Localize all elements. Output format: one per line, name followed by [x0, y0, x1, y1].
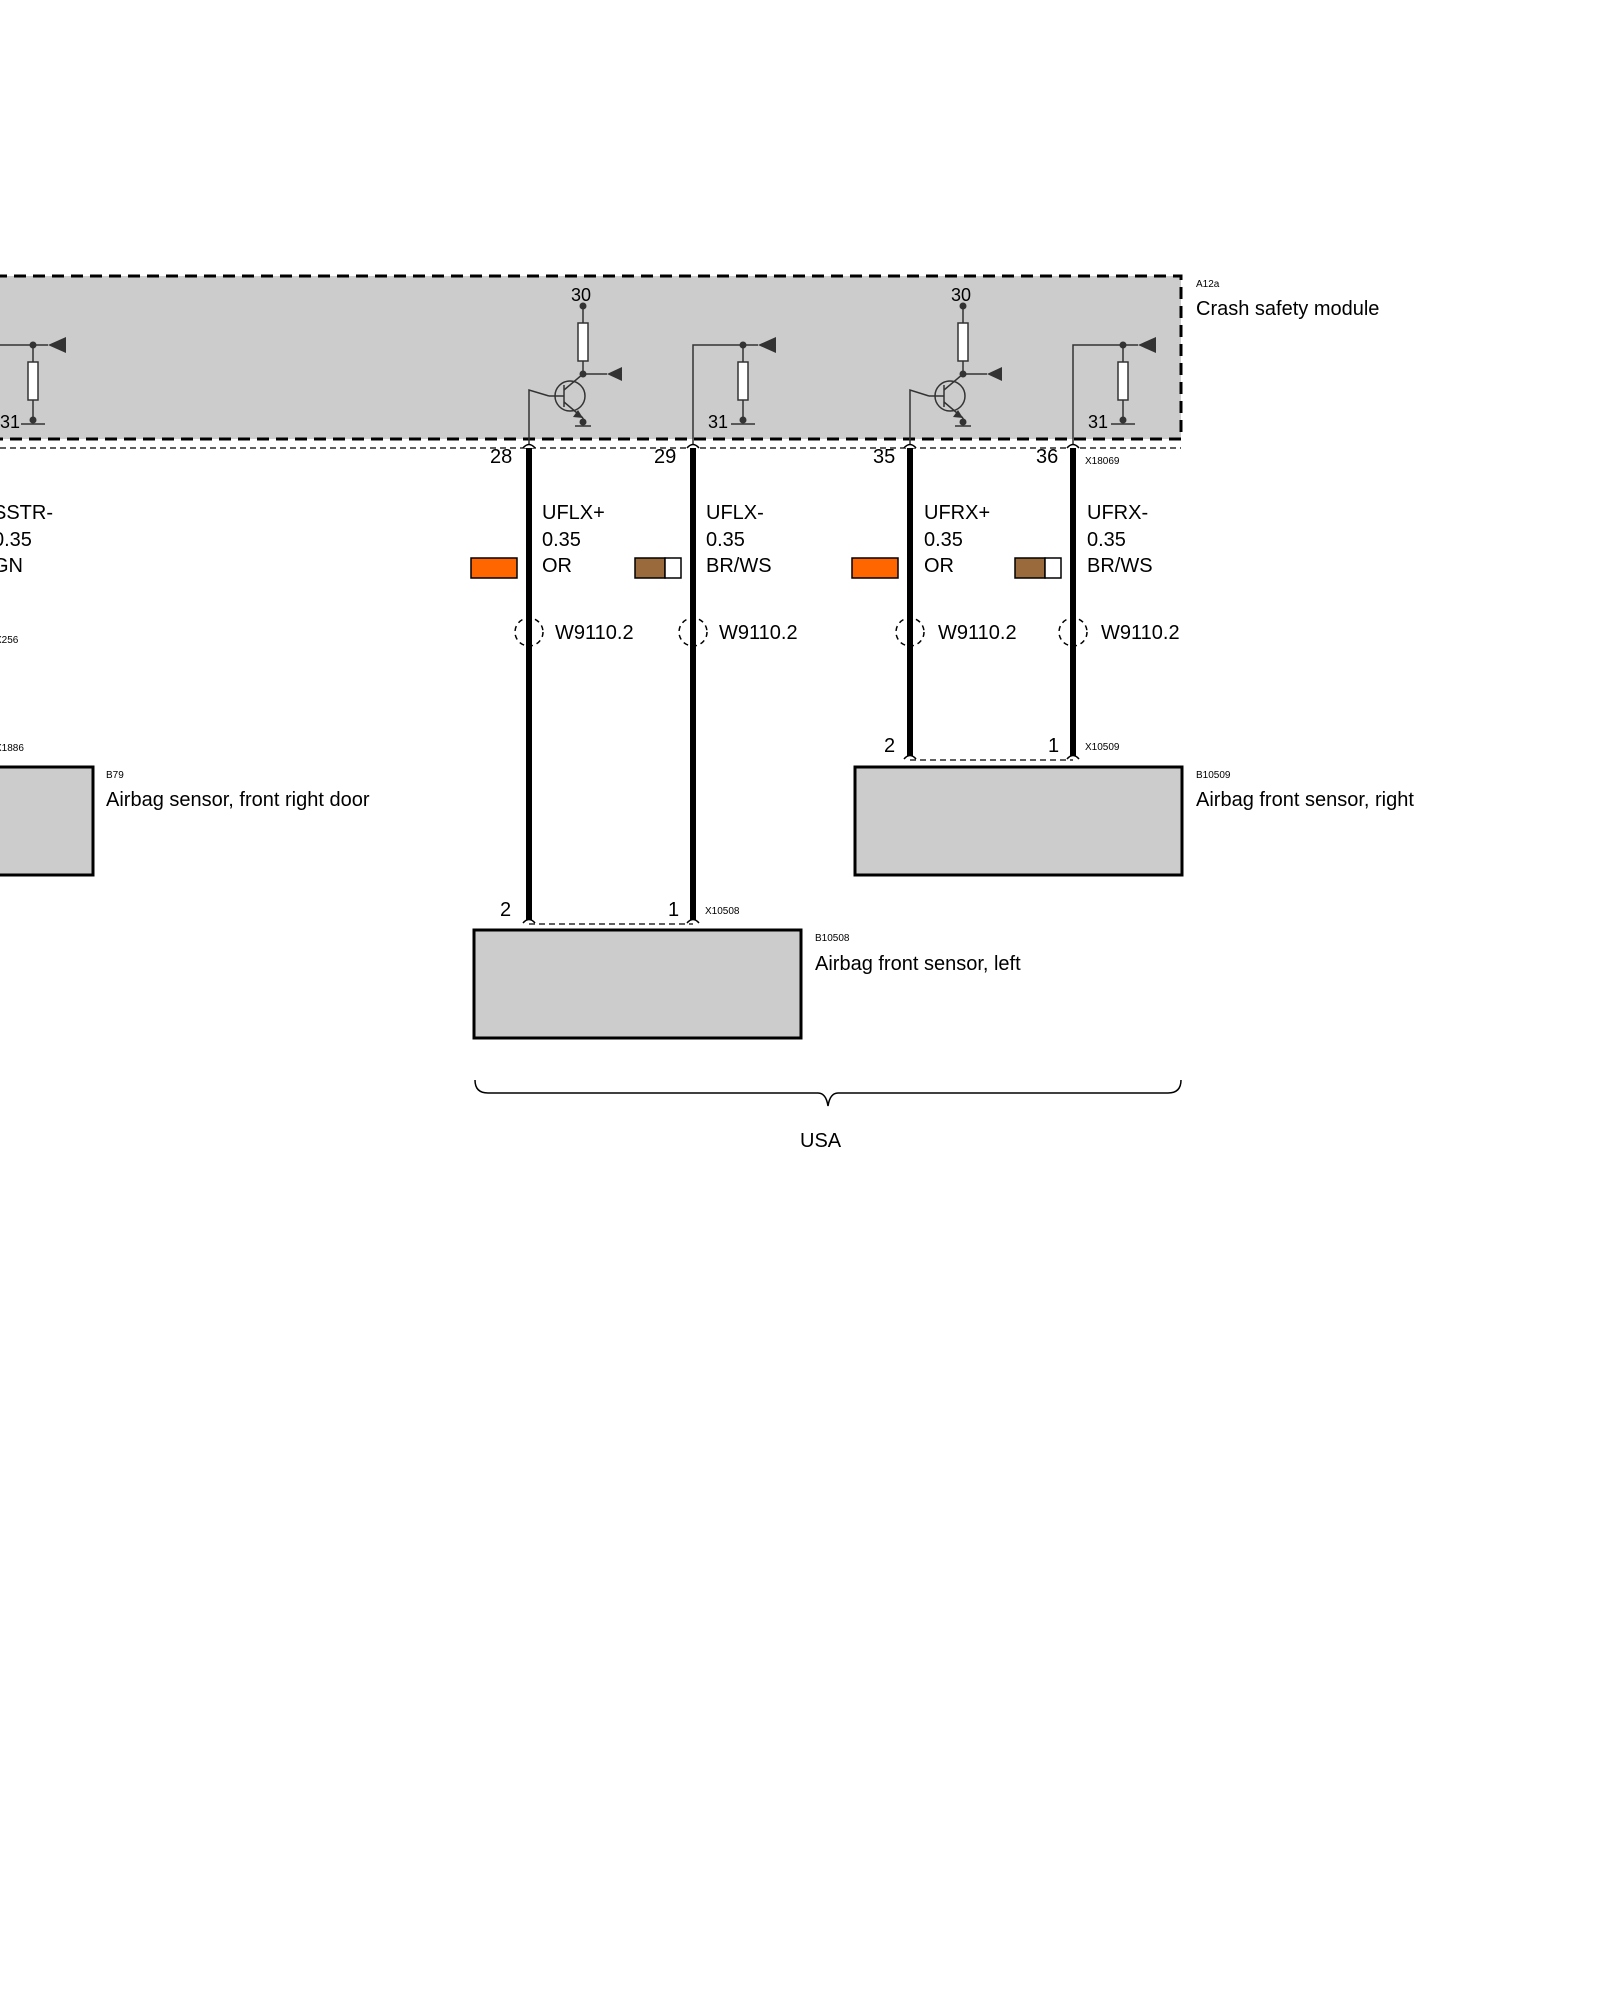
harness-id-35: W9110.2: [938, 622, 1017, 644]
wire-36[interactable]: [1014, 443, 1088, 760]
wire-color-code-29: BR/WS: [706, 555, 772, 577]
harness-marker: [678, 617, 708, 647]
sensor-box-b10509[interactable]: [853, 765, 1184, 877]
color-swatch: [851, 557, 899, 579]
left-pulldown-circuit: [0, 337, 66, 425]
wire-name-28: UFLX+: [542, 502, 605, 524]
sensor-pin-b-b10509: 1: [1048, 735, 1059, 757]
wire-color-code-28: OR: [542, 555, 572, 577]
wire-size-35: 0.35: [924, 529, 963, 551]
sensor-name-b79: Airbag sensor, front right door: [106, 789, 370, 811]
sensor-id-b79: B79: [106, 770, 124, 781]
supply-terminal-right: 30: [951, 285, 971, 305]
harness-marker: [895, 617, 925, 647]
color-swatch-stripe: [664, 557, 682, 579]
wire-29[interactable]: [634, 443, 708, 924]
ground-terminal-29: 31: [708, 412, 728, 432]
harness-id-28: W9110.2: [555, 622, 634, 644]
wire-color-code-36: BR/WS: [1087, 555, 1153, 577]
module-connector-id: X18069: [1085, 456, 1120, 467]
pin-terminal-bottom: [903, 754, 917, 760]
left-wire-name: SSTR-: [0, 502, 53, 524]
pin-terminal-top: [522, 443, 536, 449]
left-connector-2: X1886: [0, 743, 24, 754]
wire-name-36: UFRX-: [1087, 502, 1148, 524]
wire-name-29: UFLX-: [706, 502, 764, 524]
wire-name-35: UFRX+: [924, 502, 990, 524]
wire-color-code-35: OR: [924, 555, 954, 577]
sensor-name-b10509: Airbag front sensor, right: [1196, 789, 1414, 811]
module-name: Crash safety module: [1196, 298, 1379, 320]
pulldown-circuit-29: [692, 337, 776, 445]
left-ground-terminal: 31: [0, 412, 20, 432]
sensor-id-b10509: B10509: [1196, 770, 1231, 781]
pin-terminal-bottom: [1066, 754, 1080, 760]
color-swatch-stripe: [1044, 557, 1062, 579]
sensor-pin-b-b10508: 1: [668, 899, 679, 921]
harness-id-29: W9110.2: [719, 622, 798, 644]
color-swatch: [634, 557, 666, 579]
harness-marker: [1058, 617, 1088, 647]
sensor-name-b10508: Airbag front sensor, left: [815, 953, 1021, 975]
region-brace: [474, 1079, 1182, 1107]
sensor-box-b79[interactable]: [0, 765, 95, 877]
supply-terminal-left: 30: [571, 285, 591, 305]
sensor-box-b10508[interactable]: [472, 928, 803, 1040]
color-swatch: [470, 557, 518, 579]
sensor-id-b10508: B10508: [815, 933, 850, 944]
sensor-connector-b10508: X10508: [705, 906, 740, 917]
wire-size-28: 0.35: [542, 529, 581, 551]
pin-terminal-bottom: [686, 918, 700, 924]
wire-28[interactable]: [470, 443, 544, 924]
pin-terminal-bottom: [522, 918, 536, 924]
color-swatch: [1014, 557, 1046, 579]
crash-safety-module[interactable]: [0, 274, 1183, 449]
wire-size-29: 0.35: [706, 529, 745, 551]
transistor-driver-left: [528, 302, 622, 445]
pin-number-29: 29: [654, 446, 676, 468]
module-id: A12a: [1196, 279, 1220, 290]
left-wire-color: GN: [0, 555, 23, 577]
sensor-pin-a-b10508: 2: [500, 899, 511, 921]
sensor-pin-a-b10509: 2: [884, 735, 895, 757]
harness-marker: [514, 617, 544, 647]
pin-terminal-top: [903, 443, 917, 449]
ground-terminal-36: 31: [1088, 412, 1108, 432]
pin-terminal-top: [1066, 443, 1080, 449]
left-connector-1: X256: [0, 635, 19, 646]
pin-terminal-top: [686, 443, 700, 449]
pin-number-36: 36: [1036, 446, 1058, 468]
module-body: [0, 274, 1183, 441]
left-wire-size: 0.35: [0, 529, 32, 551]
transistor-driver-right: [909, 302, 1002, 445]
wire-size-36: 0.35: [1087, 529, 1126, 551]
wire-35[interactable]: [851, 443, 925, 760]
sensor-connector-b10509: X10509: [1085, 742, 1120, 753]
pulldown-circuit-36: [1072, 337, 1156, 445]
harness-id-36: W9110.2: [1101, 622, 1180, 644]
pin-number-35: 35: [873, 446, 895, 468]
region-label: USA: [800, 1130, 842, 1152]
pin-number-28: 28: [490, 446, 512, 468]
